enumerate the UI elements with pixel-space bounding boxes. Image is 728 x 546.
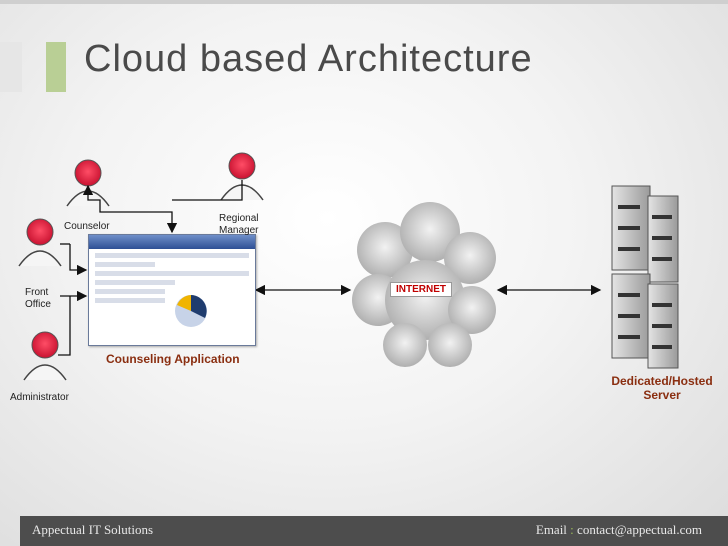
user-icon-administrator (23, 331, 67, 381)
label-regional-manager: Regional Manager (219, 213, 259, 236)
counseling-application-screenshot (88, 234, 256, 346)
app-header-bar (89, 235, 255, 249)
label-counseling-application: Counseling Application (106, 352, 240, 366)
footer-contact: Email : contact@appectual.com (536, 522, 702, 538)
top-border (0, 0, 728, 4)
title-accent-gray (0, 42, 22, 92)
label-counselor: Counselor (64, 221, 110, 232)
footer-bar: Appectual IT Solutions Email : contact@a… (20, 516, 728, 546)
footer-email-label: Email (535, 522, 567, 537)
footer-separator: : (570, 522, 574, 537)
footer-company: Appectual IT Solutions (32, 522, 154, 537)
slide-title: Cloud based Architecture (84, 38, 533, 80)
label-front-office: Front Office (25, 287, 51, 310)
user-icon-front-office (18, 218, 62, 267)
label-dedicated-hosted-server: Dedicated/Hosted Server (611, 374, 713, 402)
title-accent-green (46, 42, 66, 92)
label-internet: INTERNET (390, 282, 452, 297)
pie-chart-icon (175, 295, 207, 327)
server-rack-icon (611, 185, 679, 369)
connector-lines (58, 180, 602, 356)
footer-email: contact@appectual.com (577, 522, 702, 537)
label-administrator: Administrator (10, 392, 69, 403)
